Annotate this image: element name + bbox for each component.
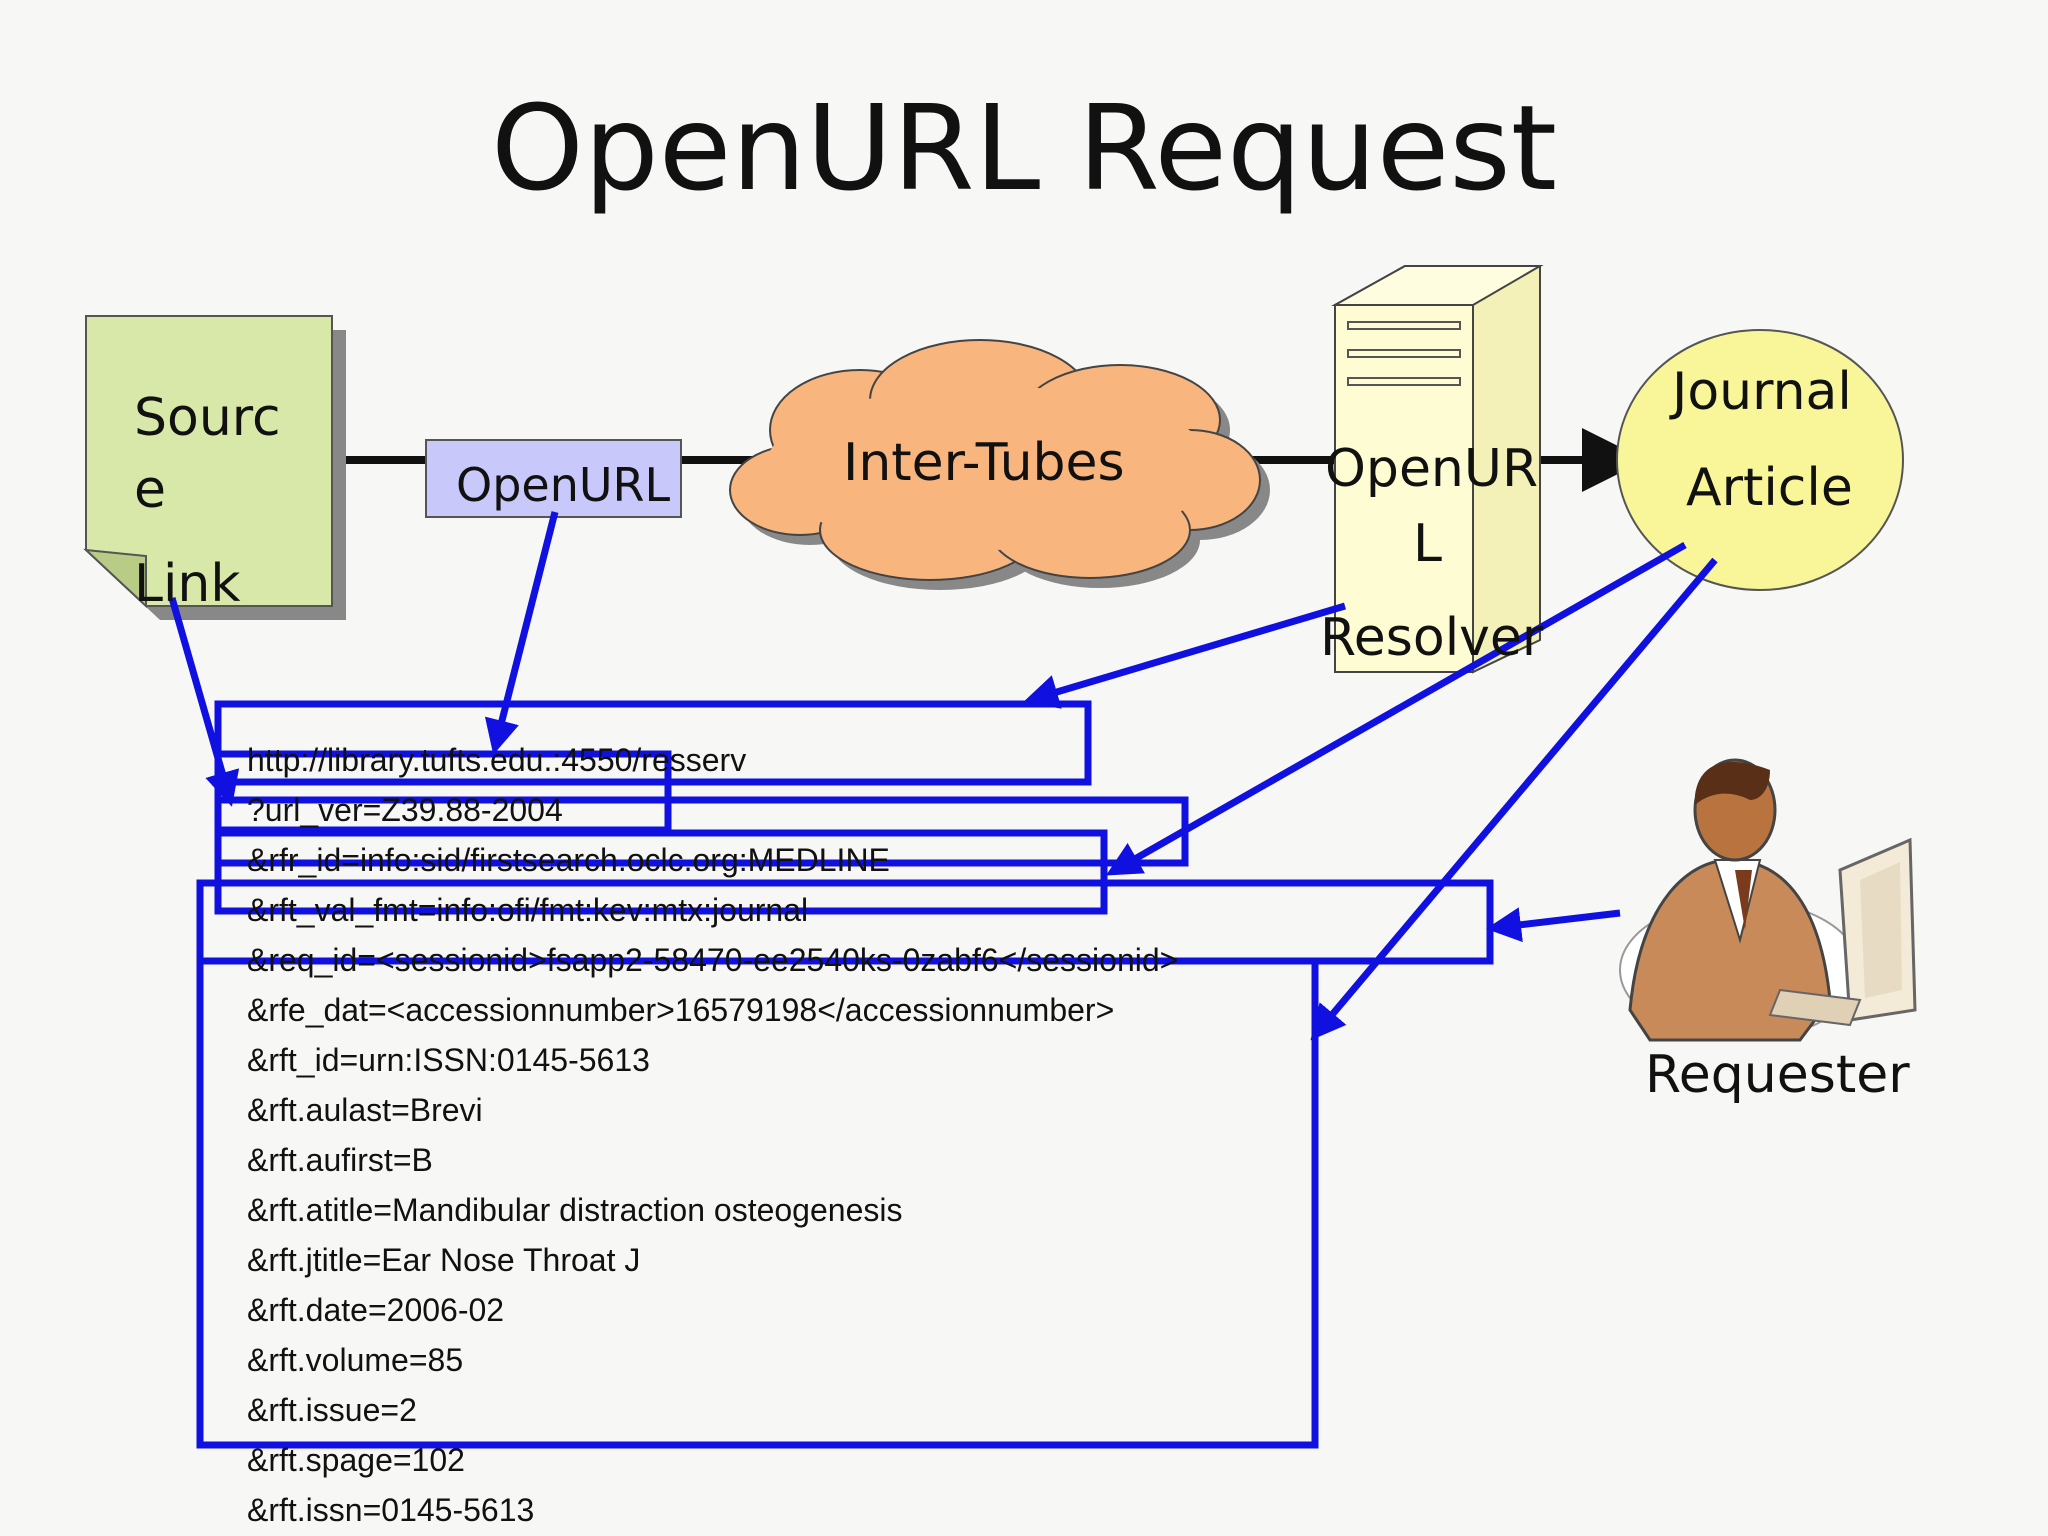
cloud-icon bbox=[729, 339, 1270, 590]
url-line: &rft.aufirst=B bbox=[247, 1142, 433, 1178]
url-line: &req_id=<sessionid>fsapp2-58470-ee2540ks… bbox=[247, 942, 1179, 978]
url-line: &rft.aulast=Brevi bbox=[247, 1092, 483, 1128]
url-line: &rft.jtitle=Ear Nose Throat J bbox=[247, 1242, 641, 1278]
url-line: &rft.issn=0145-5613 bbox=[247, 1492, 535, 1528]
arrow-requester-to-req-id bbox=[1486, 907, 1621, 943]
arrow-article-to-metadata bbox=[1310, 557, 1718, 1041]
openurl-query-lines: http://library.tufts.edu.:4550/resserv ?… bbox=[247, 735, 1178, 1535]
source-link-label-line-3: Link bbox=[134, 554, 241, 614]
url-line: ?url_ver=Z39.88-2004 bbox=[247, 792, 563, 828]
cloud-label: Inter-Tubes bbox=[843, 433, 1125, 493]
url-line: &rfr_id=info:sid/firstsearch.oclc.org:ME… bbox=[247, 842, 890, 878]
resolver-label-line-2: L bbox=[1413, 514, 1442, 574]
slide-title: OpenURL Request bbox=[490, 79, 1558, 217]
highlight-box-base-url bbox=[214, 700, 1092, 786]
arrow-article-to-format bbox=[1105, 541, 1687, 876]
article-label-line-2: Article bbox=[1686, 458, 1853, 518]
arrow-openurl-to-base-url bbox=[484, 511, 559, 755]
url-line: &rft.issue=2 bbox=[247, 1392, 417, 1428]
url-line: &rft.atitle=Mandibular distraction osteo… bbox=[247, 1192, 903, 1228]
url-line: &rft.volume=85 bbox=[247, 1342, 464, 1378]
journal-article-circle bbox=[1616, 329, 1904, 591]
openurl-resolver-server-icon bbox=[1331, 265, 1544, 674]
highlight-box-referent-metadata bbox=[196, 957, 1319, 1449]
url-line: &rft.spage=102 bbox=[247, 1442, 465, 1478]
highlight-box-format bbox=[214, 829, 1108, 915]
requester-label: Requester bbox=[1645, 1045, 1910, 1105]
source-link-label-line-2: e bbox=[134, 460, 166, 520]
openurl-tag-label: OpenURL bbox=[456, 458, 671, 512]
resolver-label-line-3: Resolver bbox=[1320, 608, 1544, 668]
url-line: &rft_val_fmt=info:ofi/fmt:kev:mtx:journa… bbox=[247, 892, 809, 928]
url-line: &rfe_dat=<accessionnumber>16579198</acce… bbox=[247, 992, 1115, 1028]
url-line: &rft.date=2006-02 bbox=[247, 1292, 505, 1328]
resolver-label-line-1: OpenUR bbox=[1325, 439, 1539, 499]
arrow-resolver-to-base-url bbox=[1023, 602, 1347, 709]
article-label-line-1: Journal bbox=[1672, 362, 1852, 422]
source-link-label-line-1: Sourc bbox=[134, 388, 281, 448]
openurl-tag bbox=[425, 439, 682, 518]
url-line: &rft_id=urn:ISSN:0145-5613 bbox=[247, 1042, 650, 1078]
requester-person-icon bbox=[1619, 758, 1917, 1042]
source-link-document-icon bbox=[83, 315, 346, 620]
arrow-link-to-urls bbox=[168, 597, 240, 807]
url-line: http://library.tufts.edu.:4550/resserv bbox=[247, 742, 747, 778]
